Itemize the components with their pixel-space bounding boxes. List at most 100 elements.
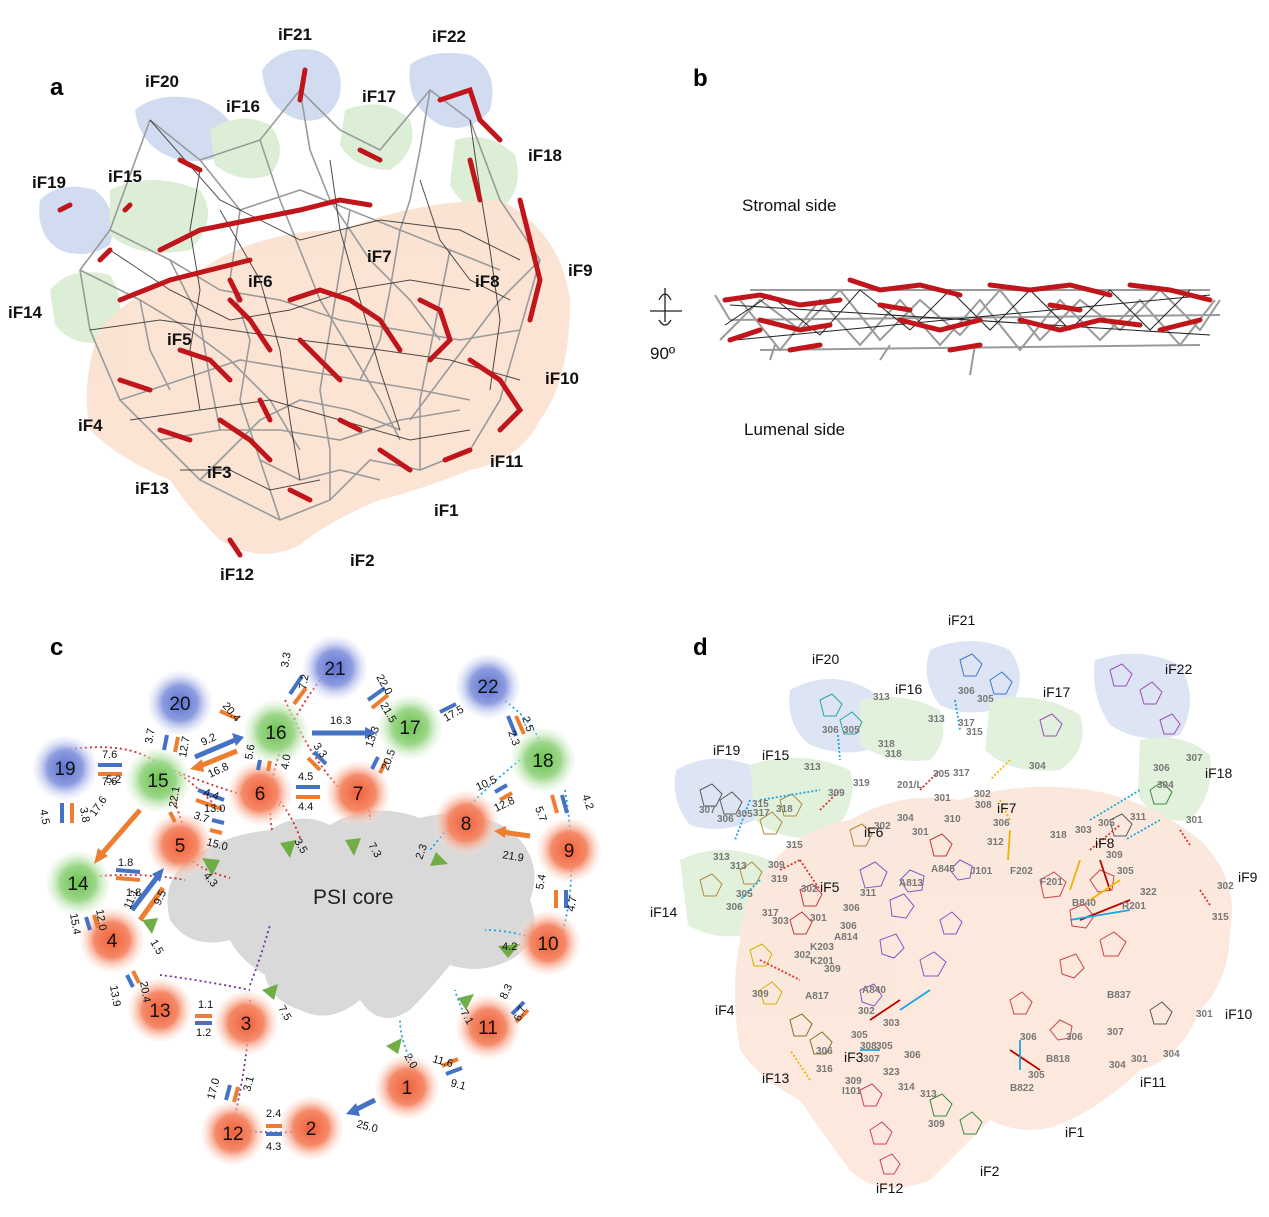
rate-label: 9.1 [449,1077,467,1093]
patch-iF22 [409,52,493,128]
residue-label: 302 [1217,881,1234,892]
rate-label: 5.6 [243,743,257,760]
rate-label: 2.3 [505,729,522,747]
green-arrow-11-core [458,994,474,1010]
panel-a-letter: a [50,74,64,101]
residue-label: 318 [885,749,902,760]
arrow-9-8 [494,826,531,839]
residue-label: 317 [958,718,975,729]
node-1: 1 [375,1055,439,1119]
arrow-15-16-orange [190,748,238,772]
node-10: 10 [516,911,580,975]
residue-label: 306 [840,921,857,932]
rate-label: 16.3 [330,715,351,727]
label-iF19: iF19 [32,173,66,192]
node-22: 22 [456,654,520,718]
residue-label: 307 [1107,1027,1124,1038]
rate-label: 3.7 [143,727,157,744]
residue-label: 305 [851,1030,868,1041]
residue-label: 313 [928,714,945,725]
residue-label: 305 [1117,866,1134,877]
residue-label: 305 [933,769,950,780]
residue-label: 315 [752,799,769,810]
label-iF8: iF8 [475,272,500,291]
residue-label: J101 [970,866,993,877]
patch-d-iF19 [674,758,762,829]
panel-d-letter: d [693,634,708,661]
label-iF1: iF1 [434,501,459,520]
rate-label: 22.1 [167,785,183,808]
rate-label: 5.4 [534,873,548,890]
residue-label: 323 [883,1067,900,1078]
rate-label: 12.7 [177,735,193,758]
residue-label: B818 [1046,1054,1070,1065]
rate-label: 1.8 [118,857,133,869]
residue-label: 312 [987,837,1004,848]
residue-label: 304 [1029,761,1046,772]
d-label-iF8: iF8 [1095,835,1115,851]
residue-label: 305 [736,889,753,900]
label-iF5: iF5 [167,330,192,349]
residue-label: 305 [1028,1070,1045,1081]
svg-text:5: 5 [175,836,186,857]
d-label-iF19: iF19 [713,742,740,758]
panel-a: a [8,25,593,584]
green-arrow-4-core [142,918,158,934]
label-iF6: iF6 [248,272,273,291]
residue-label: B840 [1072,898,1096,909]
rate-label: 21.9 [501,849,524,865]
patch-d-iF15 [750,757,853,838]
residue-label: 310 [944,814,961,825]
residue-label: 301 [912,827,929,838]
arrow-16-17 [312,727,377,739]
residue-label: 309 [928,1119,945,1130]
svg-text:17: 17 [399,718,420,739]
d-label-iF7: iF7 [997,800,1017,816]
arrow-12-3 [224,1084,240,1103]
svg-text:4: 4 [107,931,118,952]
rate-label: 13.9 [107,984,123,1007]
panel-c: c PSI core 21 [33,634,601,1165]
arrow-20-16 [219,709,239,721]
residue-label: 305 [876,1041,893,1052]
rate-label: 1.2 [196,1027,211,1039]
node-3: 3 [214,991,278,1055]
svg-text:15: 15 [147,771,168,792]
residue-label: A840 [862,985,886,996]
patch-iF18 [450,137,518,211]
rate-label: 3.3 [311,741,330,760]
label-iF3: iF3 [207,463,232,482]
svg-text:7: 7 [353,784,364,805]
label-iF12: iF12 [220,565,254,584]
arrow-19-15 [98,763,122,776]
residue-label: 304 [1157,780,1174,791]
residue-label: 301 [1131,1054,1148,1065]
residue-label: I101 [842,1086,862,1097]
label-iF22: iF22 [432,27,466,46]
node-13: 13 [128,978,192,1042]
residue-label: 317 [762,908,779,919]
arrow-1-2 [346,1097,377,1116]
d-label-iF17: iF17 [1043,684,1070,700]
arrow-10-11 [510,1000,530,1024]
panel-c-rate-labels: 3.3 7.2 22.0 21.5 20.4 16.3 17.5 9.2 16.… [37,651,596,1153]
residue-label: 309 [824,964,841,975]
rate-label: 9.5 [152,888,169,907]
residue-label: 311 [860,888,877,899]
label-iF18: iF18 [528,146,562,165]
residue-label: 302 [974,789,991,800]
svg-text:3: 3 [241,1014,252,1035]
node-4: 4 [80,908,144,972]
residue-label: 306 [726,902,743,913]
panel-c-arrows [60,674,569,1136]
residue-label: 313 [713,852,730,863]
panel-d-arrows [734,699,1211,1081]
rate-label: 25.0 [355,1118,379,1135]
residue-label: 304 [1163,1049,1180,1060]
d-label-iF5: iF5 [820,879,840,895]
rate-label: 6.7 [512,1004,529,1023]
residue-label: 319 [853,778,870,789]
green-arrow-10-core [498,944,520,958]
d-label-iF21: iF21 [948,612,975,628]
residue-label: 306 [717,814,734,825]
